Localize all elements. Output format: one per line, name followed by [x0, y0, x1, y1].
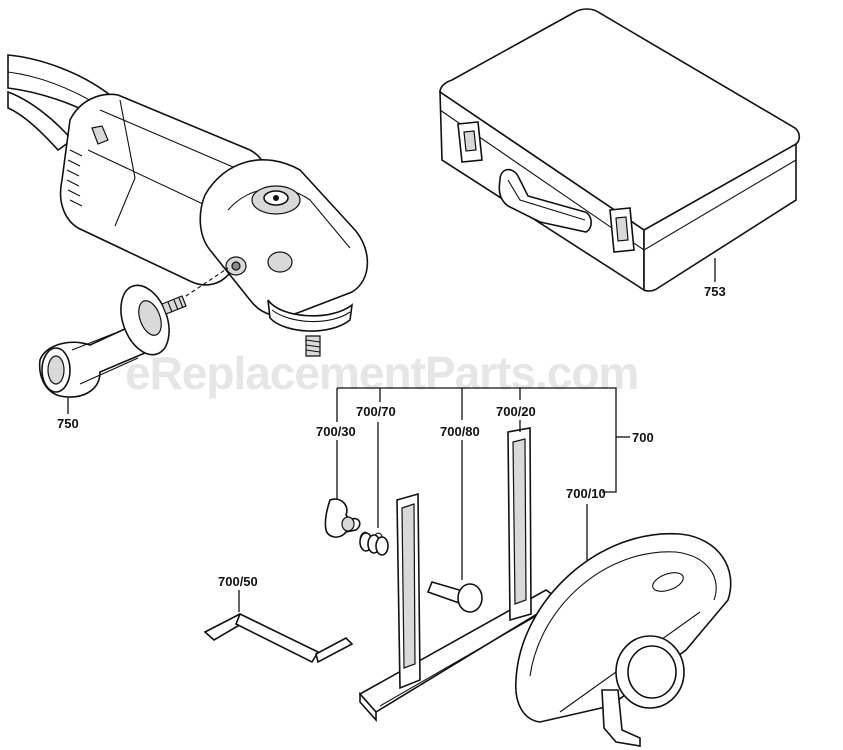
label-700: 700	[632, 430, 654, 445]
label-700-50: 700/50	[218, 574, 258, 589]
label-753: 753	[704, 284, 726, 299]
label-750: 750	[57, 416, 79, 431]
wing-nut[interactable]	[324, 498, 361, 538]
label-700-70: 700/70	[356, 404, 396, 419]
angle-grinder[interactable]	[7, 54, 369, 357]
set-700-bracket	[336, 387, 630, 493]
latch-left	[457, 121, 483, 163]
hex-wrench[interactable]	[203, 612, 354, 664]
label-700-30: 700/30	[316, 424, 356, 439]
side-handle[interactable]	[38, 279, 187, 398]
cutting-guard[interactable]	[515, 532, 732, 747]
carriage-bolt[interactable]	[426, 581, 483, 613]
brand-logo	[652, 572, 684, 592]
latch-right	[609, 207, 635, 253]
watermark-text: eReplacementParts.com	[125, 347, 638, 399]
label-700-20: 700/20	[496, 404, 536, 419]
label-700-80: 700/80	[440, 424, 480, 439]
label-700-10: 700/10	[566, 486, 606, 501]
carrying-case[interactable]	[439, 8, 801, 292]
spring[interactable]	[359, 531, 389, 556]
vent-slots	[66, 149, 83, 207]
